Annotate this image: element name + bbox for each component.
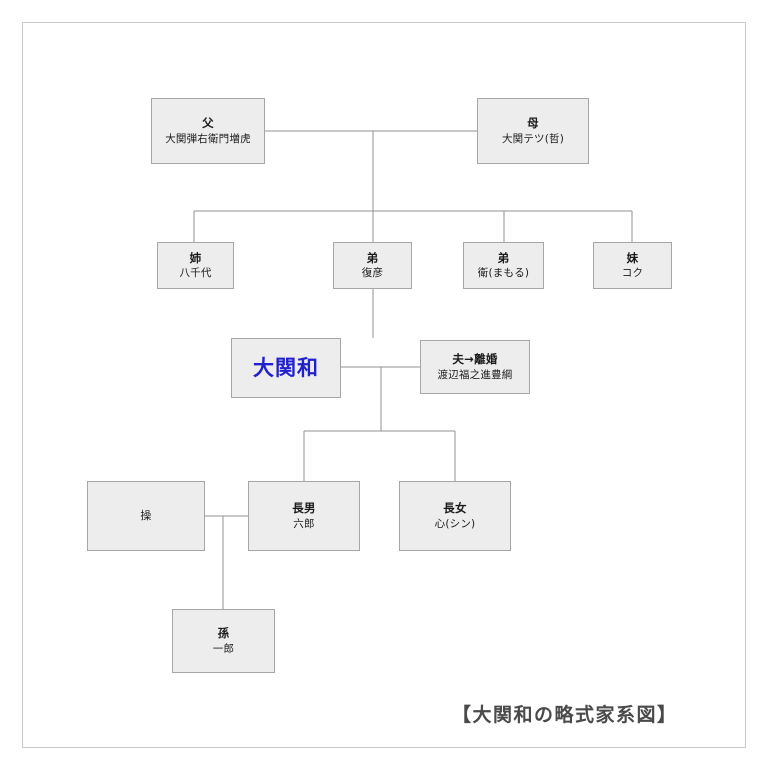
node-eldest-son-relation: 長男 [292,501,316,516]
node-eldest-son[interactable]: 長男 六郎 [248,481,360,551]
node-younger-sister[interactable]: 妹 コク [593,242,672,289]
node-eldest-daughter[interactable]: 長女 心(シン) [399,481,511,551]
node-mother[interactable]: 母 大関テツ(哲) [477,98,589,164]
node-sister[interactable]: 姉 八千代 [157,242,234,289]
node-brother-fusahiko[interactable]: 弟 復彦 [333,242,412,289]
node-self-name: 大関和 [253,355,319,380]
node-brother-fusahiko-name: 復彦 [361,267,384,280]
node-eldest-daughter-relation: 長女 [443,501,467,516]
node-eldest-daughter-name: 心(シン) [434,517,476,530]
node-sister-name: 八千代 [179,267,212,280]
diagram-caption: 【大関和の略式家系図】 [452,704,678,726]
node-husband[interactable]: 夫→離婚 渡辺福之進豊綱 [420,340,530,394]
node-mother-relation: 母 [527,116,539,131]
node-eldest-son-name: 六郎 [293,517,315,530]
node-father[interactable]: 父 大関弾右衛門増虎 [151,98,265,164]
page-border-frame [22,22,746,748]
node-brother-fusahiko-relation: 弟 [366,250,379,265]
node-grandchild[interactable]: 孫 一郎 [172,609,275,673]
node-brother-mamoru[interactable]: 弟 衛(まもる) [463,242,544,289]
node-eldest-son-wife[interactable]: 操 [87,481,205,551]
node-father-name: 大関弾右衛門増虎 [165,132,251,145]
node-younger-sister-name: コク [621,267,644,280]
node-younger-sister-relation: 妹 [626,250,639,265]
node-grandchild-relation: 孫 [217,626,230,641]
node-husband-name: 渡辺福之進豊綱 [437,368,513,381]
node-sister-relation: 姉 [189,250,202,265]
node-father-relation: 父 [202,116,214,131]
node-brother-mamoru-relation: 弟 [497,250,510,265]
node-husband-relation: 夫→離婚 [452,352,498,367]
node-mother-name: 大関テツ(哲) [501,132,565,145]
node-brother-mamoru-name: 衛(まもる) [477,267,530,280]
node-self-ozeki-chika[interactable]: 大関和 [231,338,341,398]
node-grandchild-name: 一郎 [212,642,235,655]
node-eldest-son-wife-name: 操 [140,508,152,522]
